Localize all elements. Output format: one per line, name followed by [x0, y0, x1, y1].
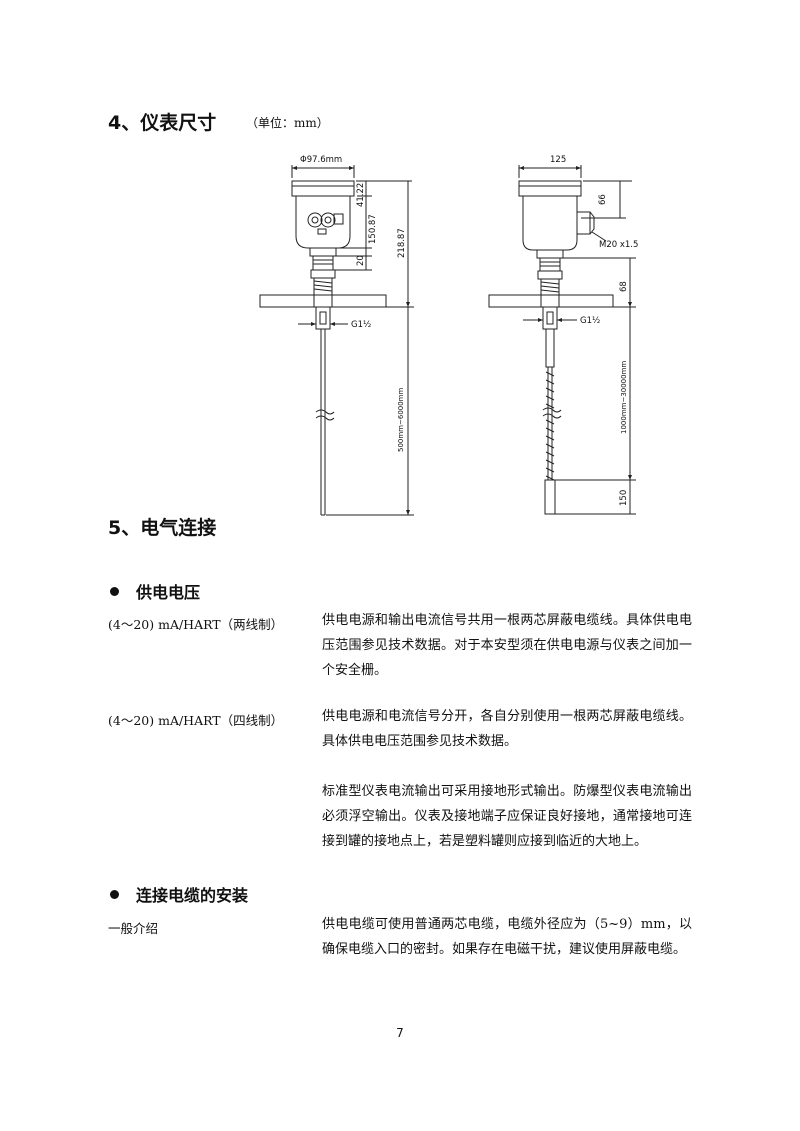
- unit-note: （单位：mm）: [246, 116, 329, 130]
- dim-218-87: 218.87: [397, 228, 407, 258]
- dim-width-125: 125: [550, 155, 566, 165]
- cable-heading: 连接电缆的安装: [110, 882, 248, 906]
- supply-heading: 供电电压: [110, 579, 200, 603]
- grounding-note: 标准型仪表电流输出可采用接地形式输出。防爆型仪表电流输出必须浮空输出。仪表及接地…: [322, 784, 692, 849]
- dimension-drawing: Φ97.6mm 41.22 150.87 20 218.87 500mm~600…: [259, 155, 638, 516]
- cable-gland-label: M20 x1.5: [599, 240, 638, 250]
- section-title-electrical: 5、电气连接: [108, 517, 217, 539]
- dim-150: 150: [619, 490, 629, 506]
- section-title-dimensions: 4、仪表尺寸: [108, 112, 217, 134]
- right-thread-label: G1½: [580, 316, 600, 326]
- bullet-icon: [110, 587, 119, 596]
- dim-66: 66: [598, 194, 608, 205]
- page-number: 7: [396, 1026, 404, 1040]
- dim-20: 20: [356, 255, 366, 266]
- cable-text: 供电电缆可使用普通两芯电缆，电缆外径应为（5~9）mm，以确保电缆入口的密封。如…: [322, 917, 692, 957]
- dim-rod-length: 500mm~6000mm: [397, 388, 405, 452]
- supply-text-two-wire: 供电电源和输出电流信号共用一根两芯屏蔽电缆线。具体供电电压范围参见技术数据。对于…: [322, 613, 692, 678]
- cable-label: 一般介绍: [108, 921, 159, 936]
- supply-label-four-wire: (4～20) mA/HART（四线制）: [108, 713, 284, 728]
- left-thread-label: G1½: [351, 320, 371, 330]
- dim-150-87: 150.87: [368, 214, 378, 244]
- dim-41-22: 41.22: [356, 183, 366, 207]
- dim-diameter: Φ97.6mm: [300, 155, 342, 165]
- supply-label-two-wire: (4～20) mA/HART（两线制）: [108, 617, 284, 632]
- supply-text-four-wire: 供电电源和电流信号分开，各自分别使用一根两芯屏蔽电缆线。具体供电电压范围参见技术…: [322, 709, 692, 749]
- dim-cable-length: 1000mm~30000mm: [620, 361, 628, 434]
- bullet-icon: [110, 890, 119, 899]
- dim-68: 68: [619, 281, 629, 292]
